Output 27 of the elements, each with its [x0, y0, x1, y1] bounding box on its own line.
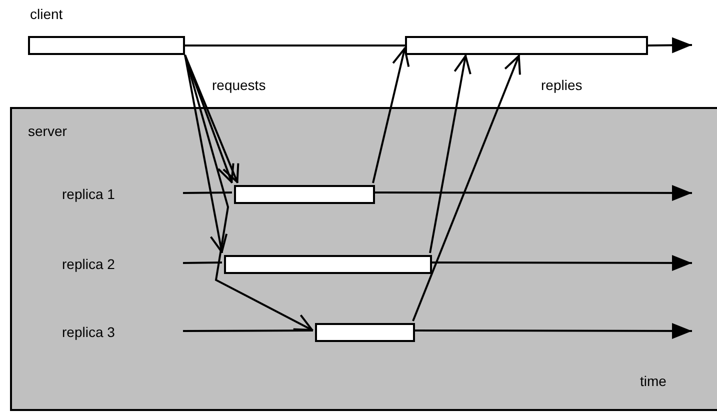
timeline-arrow — [413, 322, 692, 339]
timeline — [182, 262, 222, 264]
annotation-text: requests — [212, 77, 266, 93]
axis-label: time — [640, 373, 666, 389]
arrow — [184, 54, 228, 254]
timeline-arrow — [430, 254, 692, 271]
timeline — [183, 330, 313, 332]
arrow — [184, 54, 314, 332]
timeline-bar — [28, 36, 185, 55]
timeline-bar — [234, 185, 375, 204]
timeline — [182, 192, 232, 194]
group-title: server — [28, 123, 67, 139]
timeline-bar — [405, 36, 648, 55]
arrow — [372, 47, 410, 184]
lane-label: replica 3 — [62, 324, 115, 340]
connector-line — [185, 44, 405, 46]
arrow — [412, 54, 521, 322]
lane-label: replica 1 — [62, 186, 115, 202]
timeline-arrow — [373, 184, 692, 201]
arrow — [429, 54, 472, 254]
annotation-text: replies — [541, 77, 582, 93]
timeline-arrow — [648, 37, 692, 54]
timeline-bar — [315, 323, 415, 342]
server-panel — [10, 107, 717, 411]
lane-label: replica 2 — [62, 256, 115, 272]
timeline-bar — [224, 255, 432, 274]
lane-label: client — [30, 6, 63, 22]
